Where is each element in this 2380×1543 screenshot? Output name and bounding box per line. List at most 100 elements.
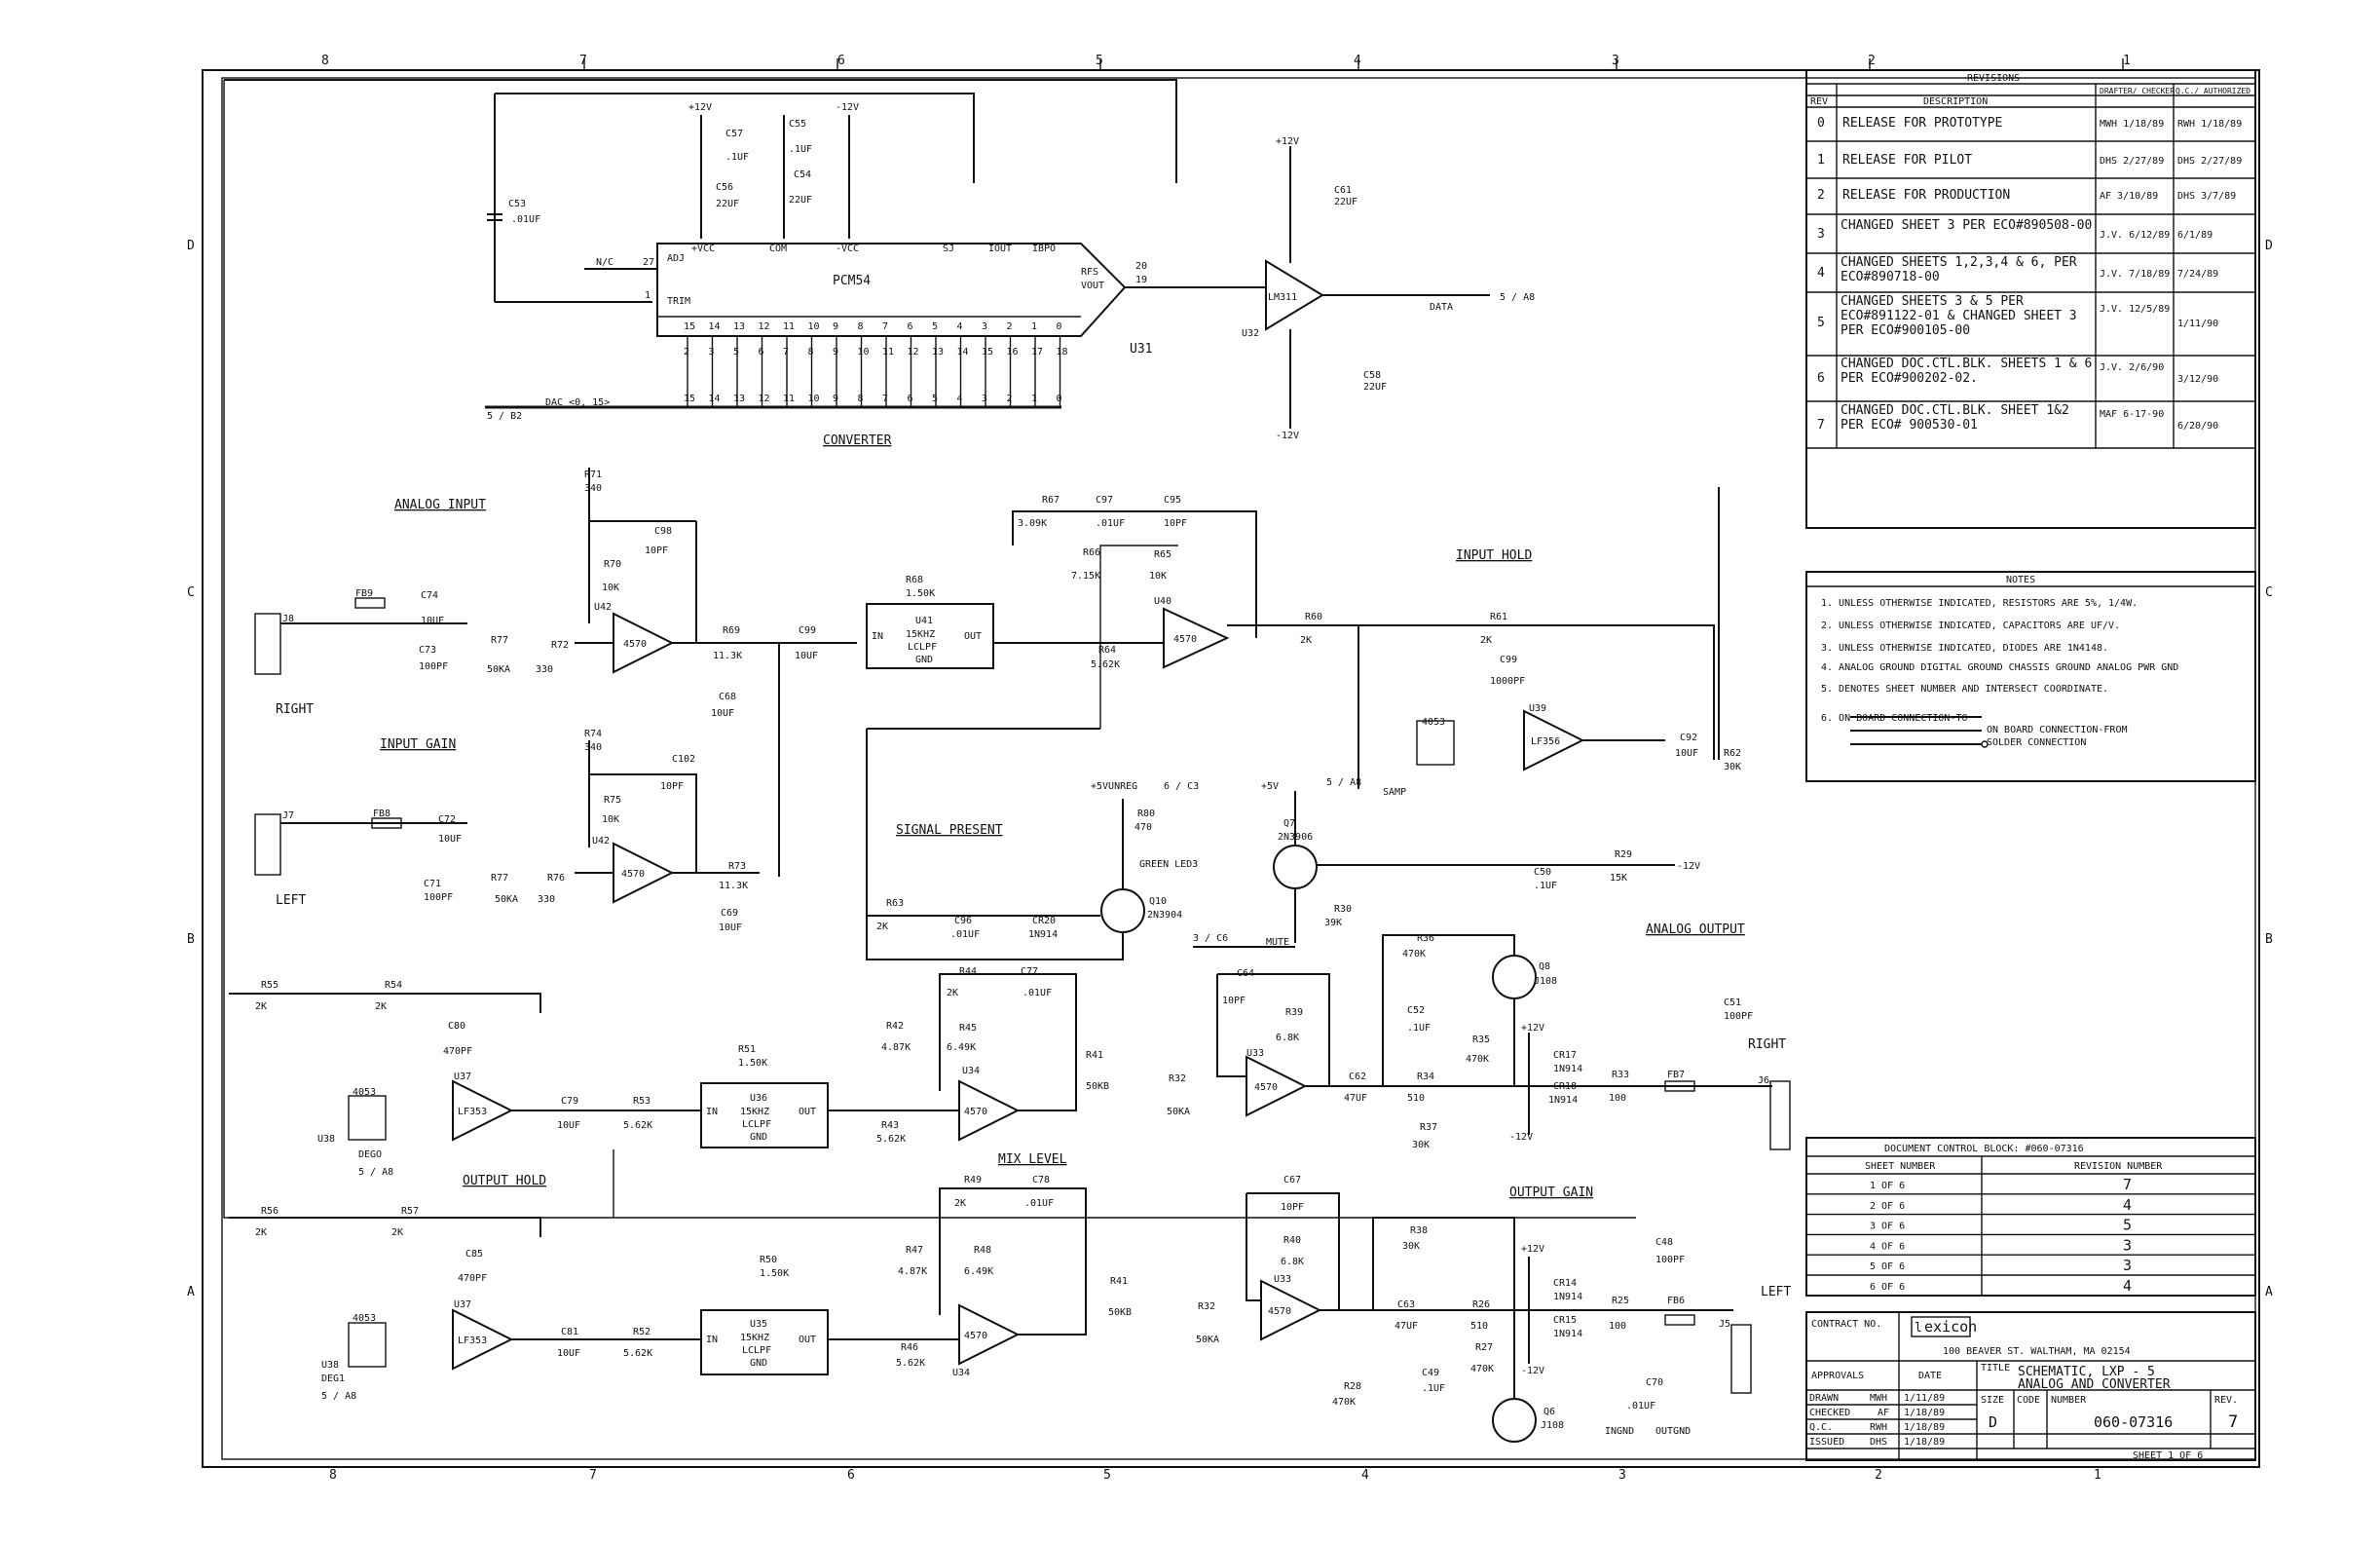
svg-text:Q10: Q10 (1149, 896, 1167, 907)
svg-text:4053: 4053 (353, 1313, 376, 1324)
svg-text:R38: R38 (1410, 1225, 1428, 1236)
svg-text:J6: J6 (1758, 1075, 1769, 1086)
svg-text:DHS 3/7/89: DHS 3/7/89 (2177, 191, 2236, 202)
dac-bus-bit: 10 (808, 394, 820, 404)
svg-text:470K: 470K (1332, 1397, 1356, 1408)
svg-text:DEGO: DEGO (358, 1149, 382, 1160)
svg-text:U38: U38 (321, 1360, 339, 1371)
svg-text:GREEN LED3: GREEN LED3 (1139, 859, 1198, 870)
svg-text:R27: R27 (1475, 1342, 1493, 1353)
svg-text:R57: R57 (401, 1206, 419, 1217)
jfet-q6 (1492, 1398, 1537, 1443)
zone-top-6: 6 (837, 54, 845, 68)
analog-input-title: ANALOG INPUT (394, 498, 486, 512)
svg-text:LCLPF: LCLPF (908, 642, 937, 653)
svg-text:MAF 6-17-90: MAF 6-17-90 (2100, 409, 2164, 420)
svg-text:10PF: 10PF (1164, 518, 1187, 529)
svg-text:6.49K: 6.49K (964, 1266, 993, 1277)
analog-input-section: ANALOG INPUT INPUT HOLD INPUT GAIN RIGHT… (254, 468, 1741, 933)
svg-text:5.62K: 5.62K (1091, 659, 1120, 670)
title-line-2: ANALOG AND CONVERTER (2018, 1377, 2171, 1392)
zone-top-7: 7 (579, 54, 587, 68)
dac-data-bit: 9 (833, 321, 838, 332)
svg-text:R32: R32 (1198, 1301, 1215, 1312)
dac-data-bit: 3 (982, 321, 987, 332)
svg-text:U40: U40 (1154, 596, 1171, 607)
svg-text:6.49K: 6.49K (947, 1042, 976, 1053)
svg-text:10UF: 10UF (421, 616, 444, 626)
lpf-u36 (700, 1082, 829, 1148)
svg-text:4570: 4570 (964, 1107, 987, 1117)
svg-text:C58: C58 (1363, 370, 1381, 381)
svg-text:J8: J8 (282, 614, 294, 624)
svg-text:C68: C68 (719, 692, 736, 702)
svg-text:GND: GND (915, 655, 933, 665)
svg-text:10UF: 10UF (719, 922, 742, 933)
svg-text:100: 100 (1609, 1321, 1626, 1332)
dac-data-bit: 15 (684, 321, 695, 332)
svg-text:U37: U37 (454, 1299, 471, 1310)
svg-text:RELEASE FOR PILOT: RELEASE FOR PILOT (1842, 153, 1972, 168)
svg-text:OUTGND: OUTGND (1655, 1426, 1691, 1437)
svg-text:R30: R30 (1334, 904, 1352, 915)
svg-text:R75: R75 (604, 795, 621, 806)
qc-label: Q.C. (1809, 1422, 1833, 1433)
switch-4053-input (1416, 720, 1455, 766)
svg-text:C69: C69 (721, 908, 738, 919)
comp-plus12: +12V (1276, 136, 1299, 147)
svg-text:3.09K: 3.09K (1018, 518, 1047, 529)
revisions-title: REVISIONS (1967, 73, 2020, 84)
svg-text:R60: R60 (1305, 612, 1322, 622)
dac-bus-ref: 5 / B2 (487, 411, 522, 422)
zone-left-c: C (187, 585, 195, 600)
svg-text:C99: C99 (1500, 655, 1517, 665)
svg-text:C54: C54 (794, 169, 811, 180)
zone-bottom-4: 4 (1361, 1468, 1369, 1483)
svg-text:19: 19 (1135, 275, 1147, 285)
jack-j5 (1730, 1324, 1752, 1394)
svg-text:C61: C61 (1334, 185, 1352, 196)
opamp-u39 (1523, 709, 1585, 772)
svg-text:30K: 30K (1724, 762, 1741, 772)
svg-text:50KA: 50KA (1196, 1335, 1219, 1345)
svg-text:R62: R62 (1724, 748, 1741, 759)
svg-text:C53: C53 (508, 199, 526, 209)
data-ref: 5 / A8 (1500, 292, 1535, 303)
svg-text:4570: 4570 (1254, 1082, 1278, 1093)
dac-bus-bit: 4 (957, 394, 963, 404)
svg-text:6/20/90: 6/20/90 (2177, 421, 2218, 432)
svg-text:U36: U36 (750, 1093, 767, 1104)
svg-text:C73: C73 (419, 645, 436, 656)
svg-text:J5: J5 (1719, 1319, 1730, 1330)
dac-data-bit: 10 (808, 321, 820, 332)
svg-text:R26: R26 (1472, 1299, 1490, 1310)
svg-text:R72: R72 (551, 640, 569, 651)
svg-text:R50: R50 (760, 1255, 777, 1265)
svg-text:C55: C55 (789, 119, 806, 130)
svg-text:R67: R67 (1042, 495, 1060, 506)
svg-text:5 / A8: 5 / A8 (358, 1167, 393, 1178)
svg-text:J.V. 7/18/89: J.V. 7/18/89 (2100, 269, 2170, 280)
svg-text:FB6: FB6 (1667, 1296, 1685, 1306)
svg-text:1.50K: 1.50K (906, 588, 935, 599)
svg-text:10UF: 10UF (711, 708, 734, 719)
svg-text:DHS 2/27/89: DHS 2/27/89 (2177, 156, 2242, 167)
svg-text:5.62K: 5.62K (623, 1120, 652, 1131)
drafter-header: DRAFTER/ CHECKER (2100, 87, 2175, 95)
svg-text:LF356: LF356 (1531, 736, 1560, 747)
svg-text:22UF: 22UF (1334, 197, 1357, 207)
plus12-label: +12V (688, 102, 712, 113)
opamp-u33-right (1246, 1055, 1308, 1117)
svg-text:LF353: LF353 (458, 1107, 487, 1117)
svg-text:10PF: 10PF (645, 546, 668, 556)
transistor-q7 (1273, 845, 1318, 889)
svg-text:AF 3/10/89: AF 3/10/89 (2100, 191, 2158, 202)
svg-text:J108: J108 (1534, 976, 1557, 987)
svg-text:470K: 470K (1466, 1054, 1489, 1065)
title-label: TITLE (1981, 1363, 2010, 1374)
analog-output-section: +5V Q7 2N3906 R30 39K MUTE 3 / C6 C50 .1… (1086, 781, 1791, 1150)
dac-data-bit: 2 (1007, 321, 1013, 332)
svg-text:DEG1: DEG1 (321, 1374, 345, 1384)
svg-text:2K: 2K (876, 922, 888, 932)
